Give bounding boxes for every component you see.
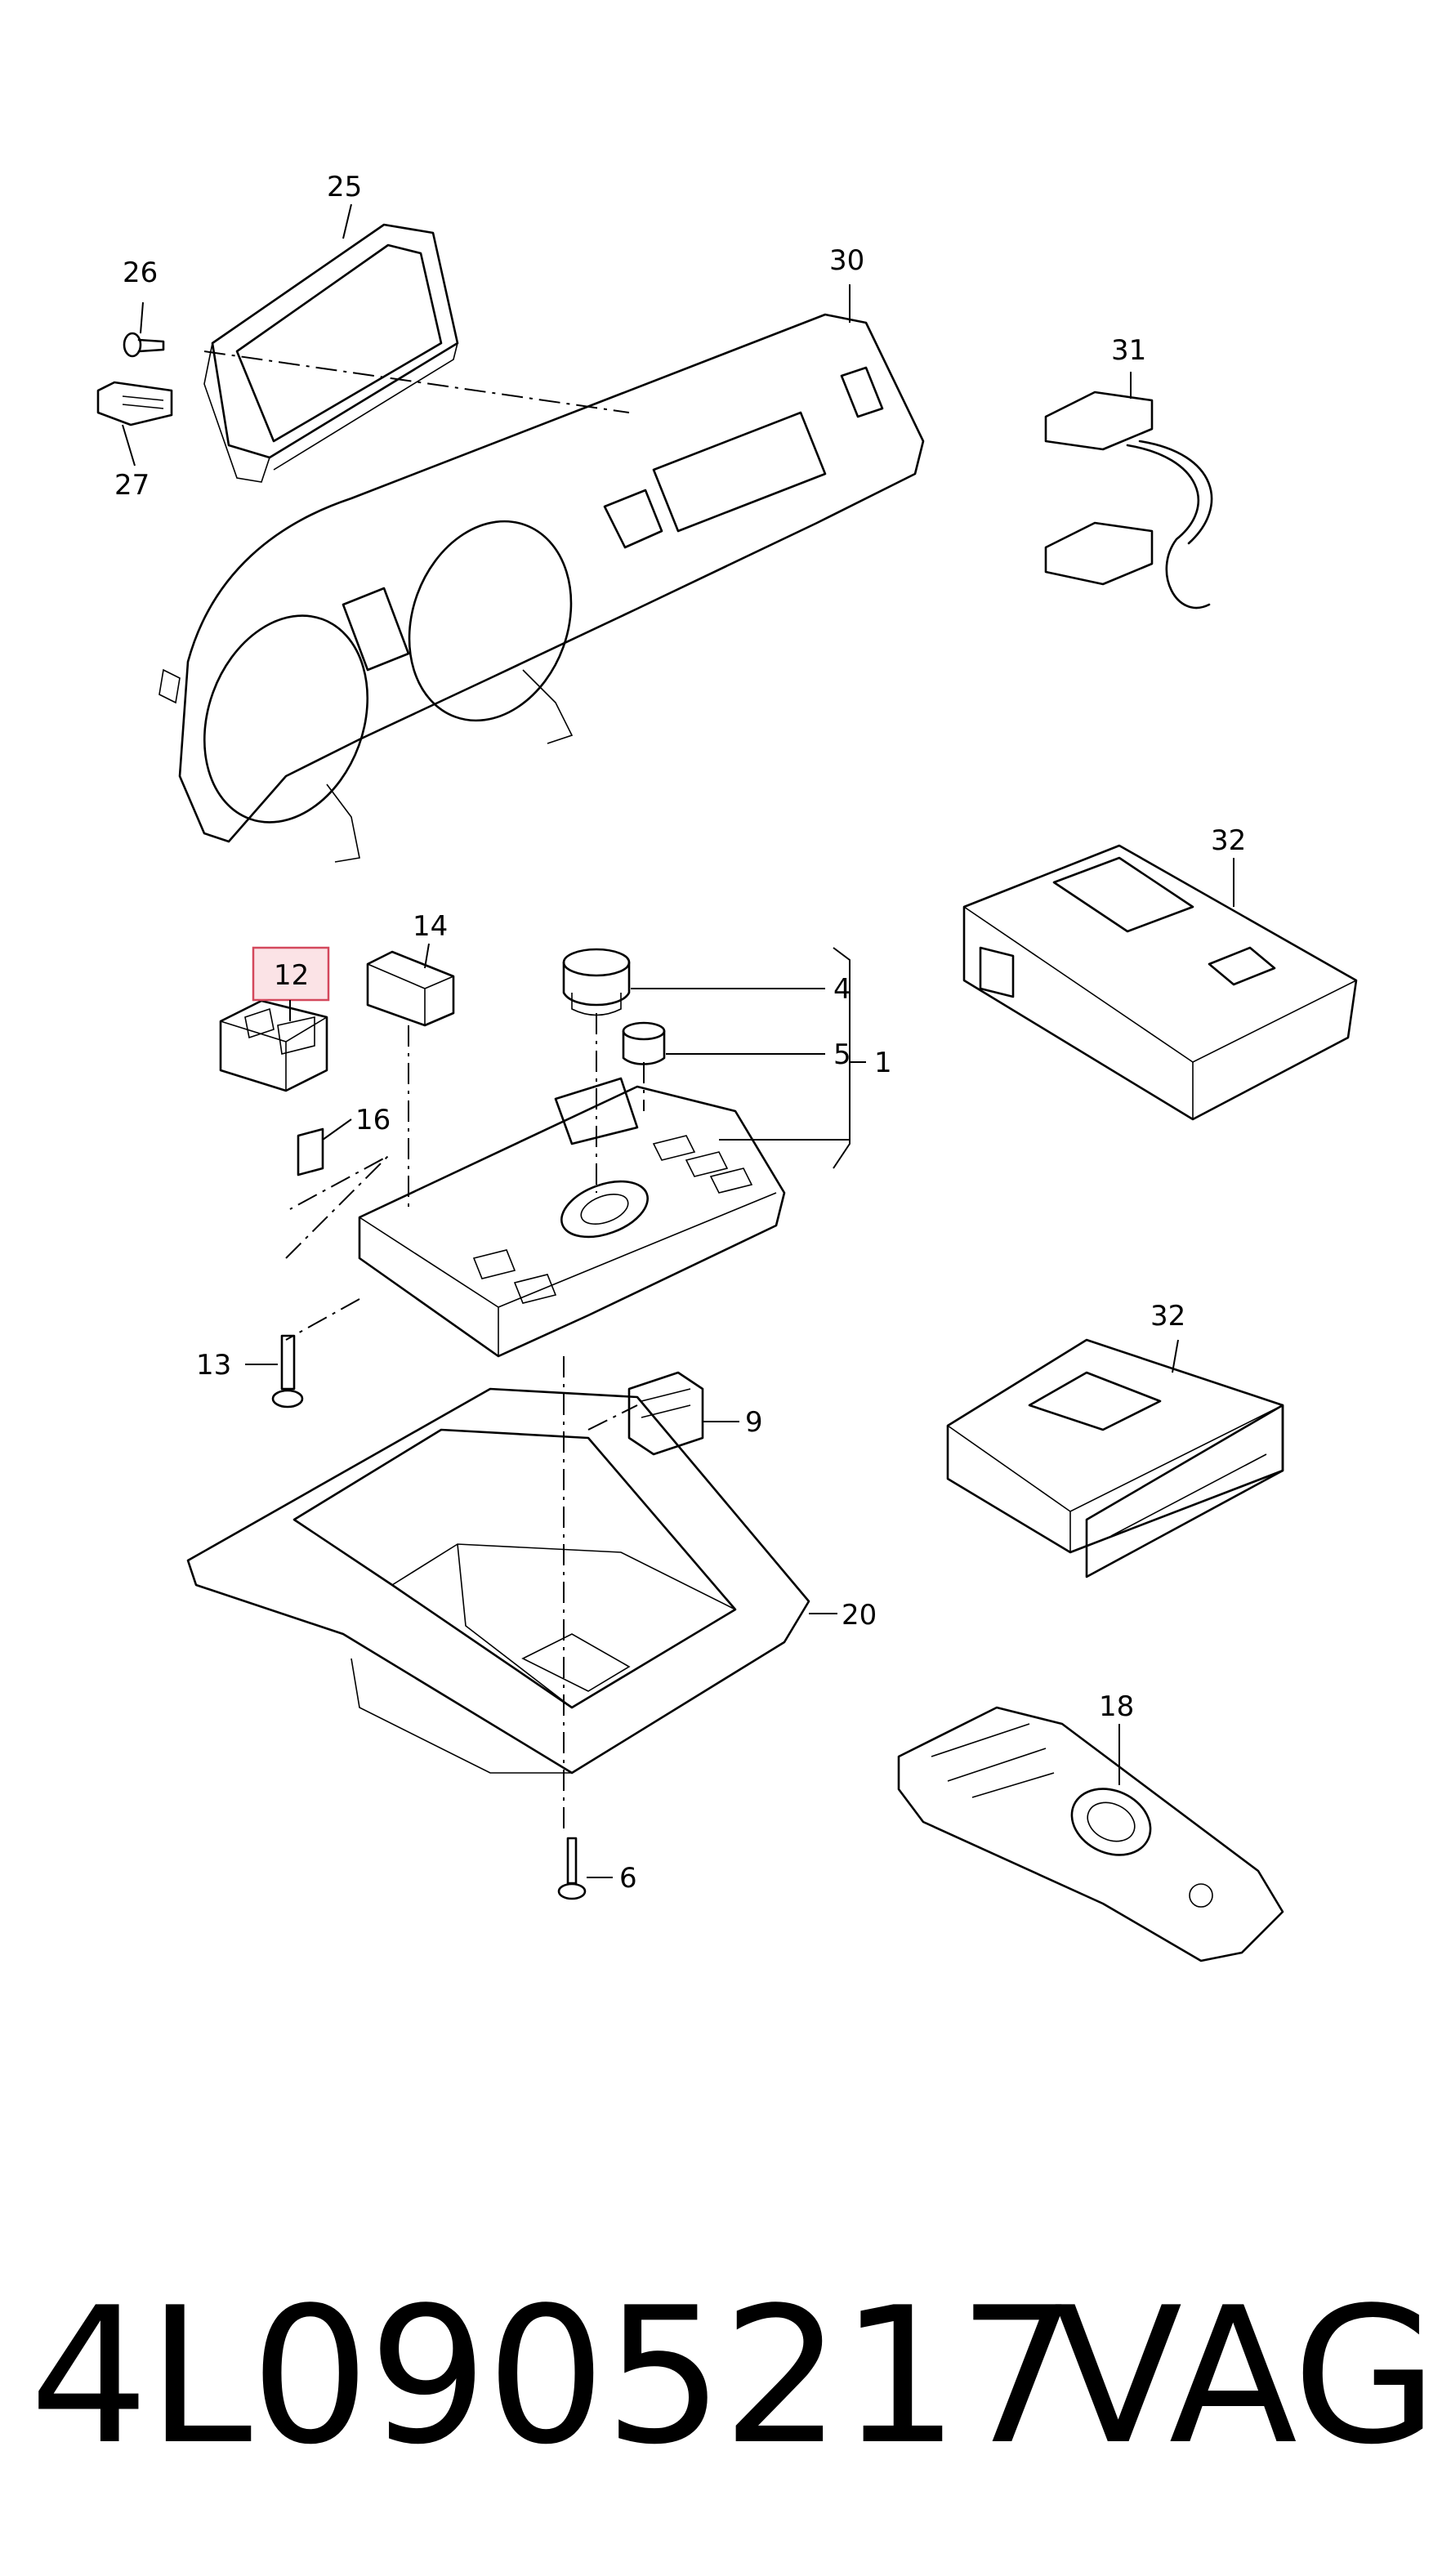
- part-5-knob: [622, 1021, 666, 1065]
- callout-12: 12: [274, 959, 309, 992]
- callout-6: 6: [619, 1862, 637, 1895]
- brand-name: VAG: [1054, 2268, 1438, 2486]
- assembly-lines: [285, 1013, 645, 1830]
- callout-30: 30: [829, 244, 864, 277]
- callout-27: 27: [114, 469, 150, 502]
- part-32-control-module-a: [962, 844, 1358, 1121]
- part-number: 4L0905217: [29, 2268, 1078, 2486]
- leader-lines: [122, 203, 1234, 1878]
- footer: 4L0905217 VAG: [0, 2255, 1451, 2500]
- part-9-connector: [627, 1371, 704, 1456]
- part-4-knob: [562, 948, 631, 1016]
- part-18-remote-control: [897, 1706, 1284, 1962]
- part-31-cable: [1044, 391, 1213, 609]
- callout-14: 14: [413, 910, 448, 943]
- part-1-control-panel: [358, 1077, 786, 1358]
- callout-4: 4: [833, 973, 851, 1006]
- part-32-nav-unit-b: [946, 1338, 1284, 1578]
- callout-labels: 25 26 27 30 31 32 32 14 12 4 5 1 16 13 9…: [114, 171, 1246, 1895]
- part-14-switch: [366, 950, 455, 1027]
- callout-26: 26: [123, 257, 158, 289]
- callout-25: 25: [327, 171, 362, 203]
- callout-5: 5: [833, 1038, 851, 1071]
- part-13-bolt: [271, 1334, 304, 1409]
- part-6-screw: [557, 1837, 587, 1900]
- part-26-screw: [123, 332, 165, 358]
- callout-9: 9: [745, 1406, 763, 1439]
- callout-31: 31: [1111, 334, 1146, 367]
- callout-18: 18: [1099, 1690, 1134, 1723]
- callout-16: 16: [355, 1104, 391, 1136]
- callout-20: 20: [842, 1599, 877, 1632]
- part-16-clip: [297, 1127, 324, 1176]
- part-12-button: [219, 999, 328, 1092]
- part-25-display: [203, 223, 459, 483]
- leader-30-dash: [203, 350, 630, 413]
- callout-32-upper: 32: [1211, 824, 1246, 857]
- part-20-console-trim: [186, 1387, 810, 1775]
- callout-32-lower: 32: [1150, 1300, 1185, 1333]
- part-30-instrument-trim: [158, 313, 925, 863]
- part-27-connector: [96, 381, 173, 426]
- callout-13: 13: [196, 1349, 231, 1382]
- callout-1: 1: [874, 1047, 892, 1079]
- exploded-parts-diagram: 25 26 27 30 31 32 32 14 12 4 5 1 16 13 9…: [96, 171, 1358, 1962]
